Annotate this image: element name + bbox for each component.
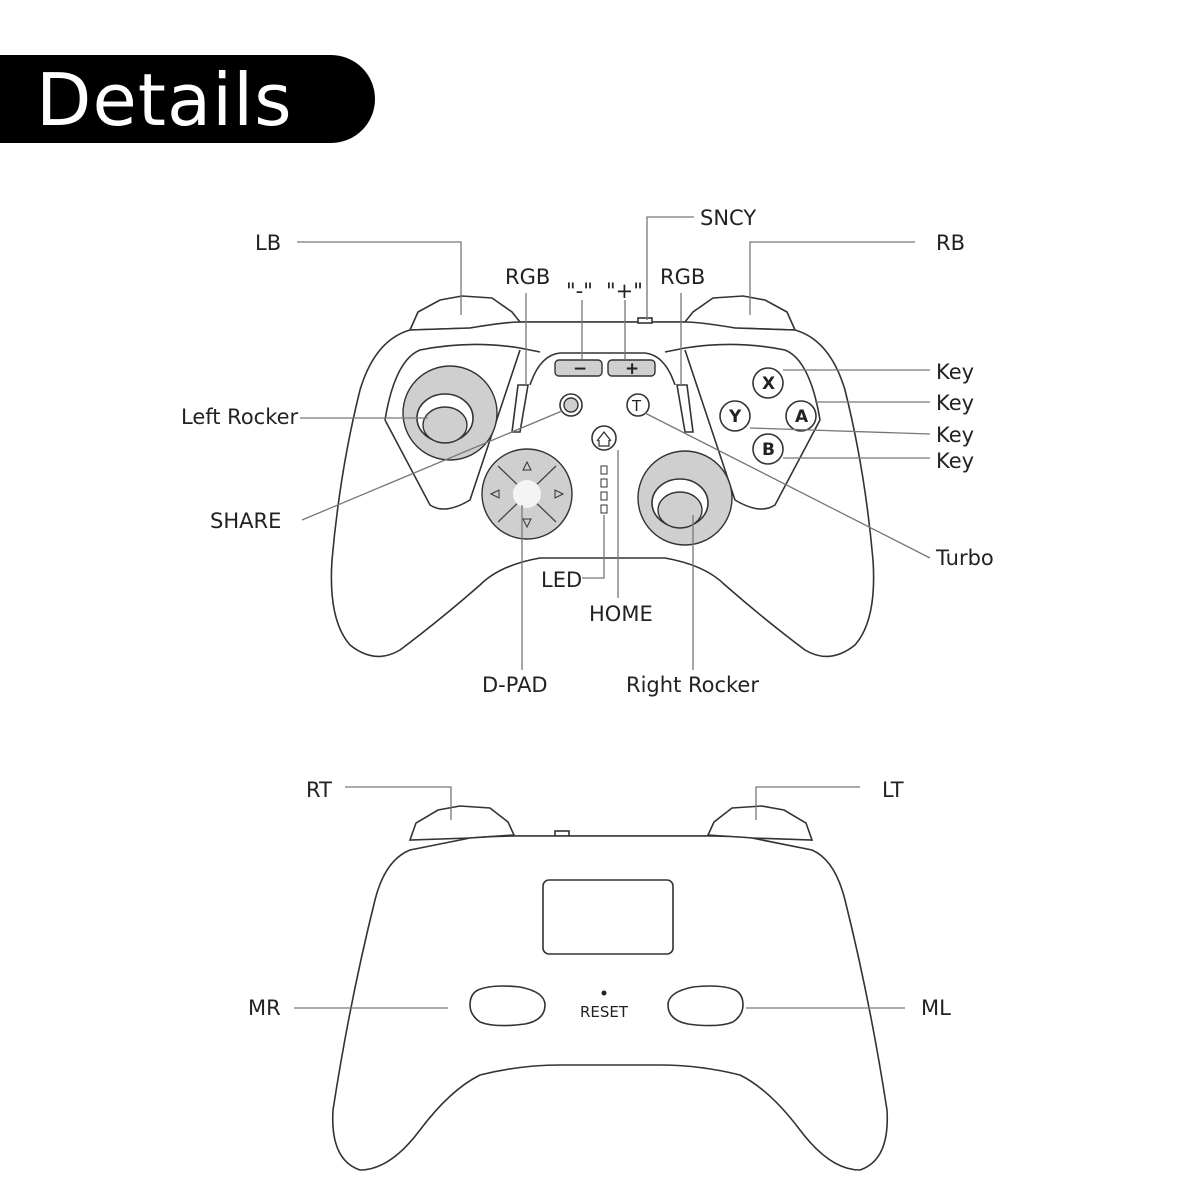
plus-glyph: + [625,359,639,379]
label-plus: "+" [606,279,643,303]
rt-trigger [408,805,516,841]
reset-hole [601,990,607,996]
label-key-x: Key [936,360,974,384]
right-rocker [637,450,733,546]
back-leader-lines [294,786,905,1009]
ml-paddle [667,985,744,1027]
label-mr: MR [248,996,281,1020]
label-turbo: Turbo [935,546,994,570]
front-leader-lines [297,216,931,670]
b-button [752,433,784,465]
label-reset: RESET [580,1003,629,1021]
mr-paddle [469,985,546,1027]
left-rocker [402,365,498,461]
b-glyph: B [762,440,775,460]
label-share: SHARE [210,509,281,533]
label-led: LED [541,568,582,592]
label-left-rocker: Left Rocker [181,405,299,429]
label-rb: RB [936,231,965,255]
home-icon [596,430,612,447]
a-button [785,400,817,432]
battery-cover [542,879,674,955]
page-title: Details [36,58,293,142]
plus-button [607,359,656,377]
title-banner [0,55,375,143]
led-indicators [600,465,608,514]
dpad [481,448,573,540]
rgb-strip-right [676,384,694,433]
minus-button [554,359,603,377]
turbo-glyph: T [631,397,642,415]
home-button [591,425,617,451]
back-body [331,835,889,1171]
label-minus: "-" [566,279,593,303]
label-key-a: Key [936,391,974,415]
label-rt: RT [306,778,332,802]
lt-trigger [706,805,814,841]
a-glyph: A [795,407,809,427]
x-button [752,367,784,399]
label-sncy: SNCY [700,206,756,230]
turbo-button [626,393,650,417]
label-rgb-left: RGB [505,265,550,289]
label-rgb-right: RGB [660,265,705,289]
label-lt: LT [882,778,904,802]
minus-glyph: − [573,359,587,379]
rgb-strip-left [511,384,529,433]
label-key-y: Key [936,423,974,447]
label-lb: LB [255,231,281,255]
label-ml: ML [921,996,951,1020]
y-button [719,400,751,432]
x-glyph: X [762,374,775,394]
back-controller: RESET [331,805,889,1171]
label-right-rocker: Right Rocker [626,673,759,697]
y-glyph: Y [728,407,742,427]
label-home: HOME [589,602,653,626]
sncy-button [637,317,653,324]
label-dpad: D-PAD [482,673,548,697]
label-key-b: Key [936,449,974,473]
front-controller: − + T [330,295,875,658]
